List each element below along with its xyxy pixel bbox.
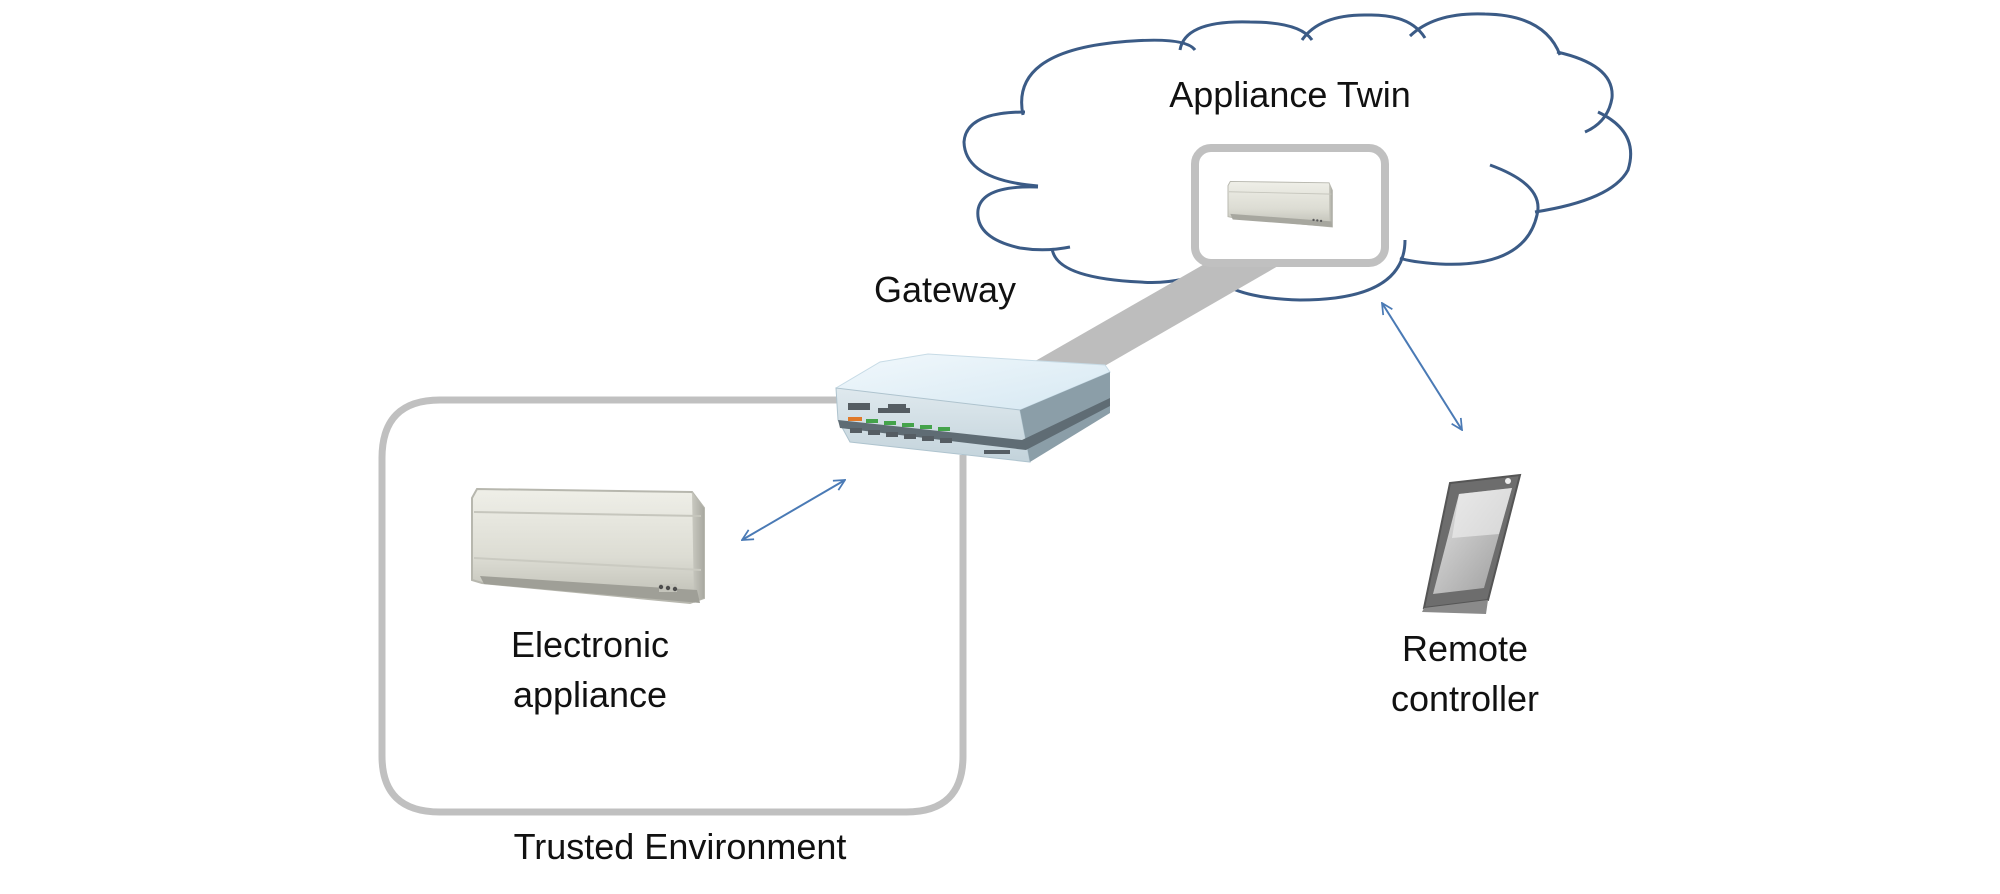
appliance-gateway-arrow <box>742 480 845 540</box>
electronic-appliance-label-line1: Electronic <box>510 624 670 665</box>
router-icon <box>835 353 1111 463</box>
gateway-cloud-link <box>1030 262 1285 383</box>
gateway-label: Gateway <box>873 269 1017 310</box>
smartphone-icon <box>1422 473 1522 614</box>
remote-controller-label-line2: controller <box>1390 678 1540 719</box>
trusted-environment-frame <box>378 396 967 816</box>
remote-controller-label-line1: Remote <box>1401 628 1529 669</box>
air-conditioner-icon <box>1227 180 1333 228</box>
electronic-appliance-label-line2: appliance <box>512 674 668 715</box>
appliance-twin-label: Appliance Twin <box>1169 74 1411 115</box>
cloud-remote-arrow <box>1382 303 1462 430</box>
trusted-environment-label: Trusted Environment <box>513 826 847 867</box>
air-conditioner-icon <box>471 487 705 605</box>
cloud-icon <box>961 12 1633 302</box>
